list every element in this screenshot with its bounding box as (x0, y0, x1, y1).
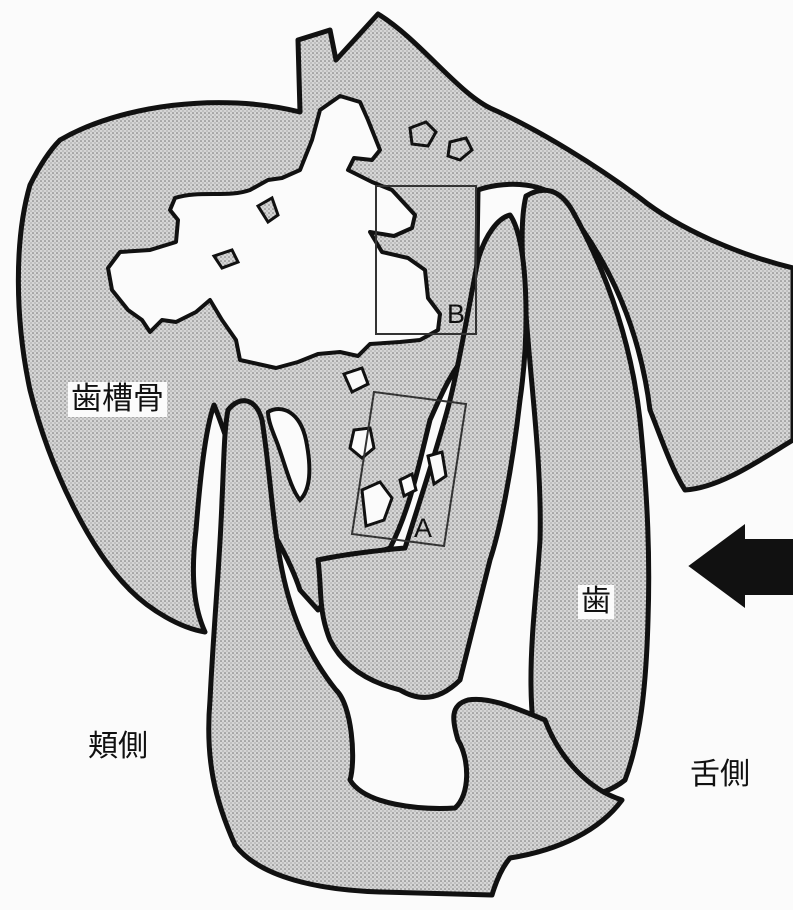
label-alveolar-bone: 歯槽骨 (68, 382, 167, 417)
label-tooth: 歯 (578, 585, 614, 619)
label-lingual: 舌側 (690, 760, 750, 790)
label-box-a: A (414, 515, 432, 542)
arrow-left-icon (690, 526, 793, 606)
label-buccal: 頬側 (88, 732, 148, 762)
label-box-b: B (447, 301, 465, 328)
